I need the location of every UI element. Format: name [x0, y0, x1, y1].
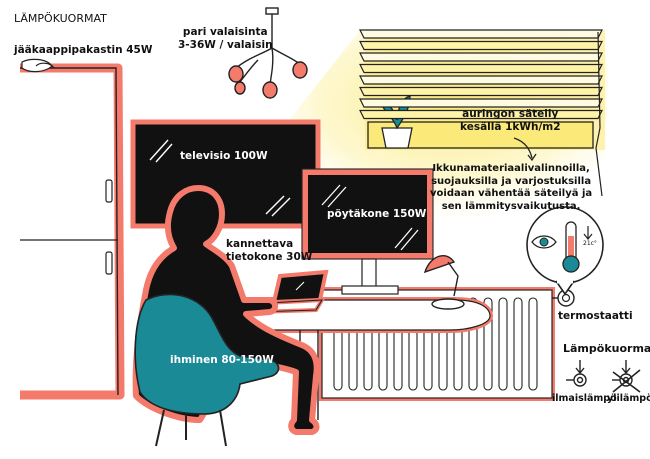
window-blinds: [359, 29, 603, 197]
laptop-label: kannettava tietokone 30W: [226, 238, 313, 263]
blind-slat: [359, 75, 603, 85]
chair: [134, 293, 280, 447]
blind-slat: [359, 109, 603, 120]
sun-label: auringon säteily kesällä 1kWh/m2: [460, 108, 561, 133]
thermostat-reading: 21c°: [583, 240, 597, 247]
blind-slat: [359, 40, 603, 51]
radiator-fin: [498, 297, 508, 391]
blind-slat: [359, 52, 603, 62]
fridge-label: jääkaappipakastin 45W: [14, 44, 153, 56]
desktop-label: pöytäkone 150W: [327, 208, 427, 220]
thermostat-label: termostaatti: [558, 310, 633, 322]
ceiling-lamp-icon: [228, 7, 308, 99]
human-label: ihminen 80-150W: [170, 354, 274, 366]
legend-free-heat: ilmaislämpö: [552, 393, 617, 404]
sun-arrow: [513, 137, 533, 159]
tv-label: televisio 100W: [180, 150, 268, 162]
blind-slat: [359, 63, 603, 74]
blind-cord: [595, 31, 603, 197]
diagram-title: LÄMPÖKUORMAT: [14, 12, 107, 25]
window-note: Ikkunamateriaalivalinnoilla, suojauksill…: [430, 163, 593, 212]
legend-symbols: [566, 360, 641, 393]
desk-lamp-icon: [423, 254, 465, 310]
legend-title: Lämpökuorma: [563, 342, 650, 355]
desktop-monitor: [301, 168, 434, 295]
thermometer-icon: [562, 221, 593, 273]
blind-slat: [359, 98, 603, 108]
lamps-label: pari valaisinta 3-36W / valaisin: [178, 26, 273, 51]
radiator-fin: [513, 297, 523, 391]
blind-slat: [359, 86, 603, 97]
blind-slat: [359, 29, 603, 39]
legend-overheat: ylilämpöä: [607, 393, 650, 404]
fridge: [20, 58, 125, 400]
thermostat-bubble: [526, 206, 604, 296]
radiator-fin: [528, 297, 538, 391]
eye-icon: [531, 235, 557, 249]
television: [130, 119, 321, 229]
